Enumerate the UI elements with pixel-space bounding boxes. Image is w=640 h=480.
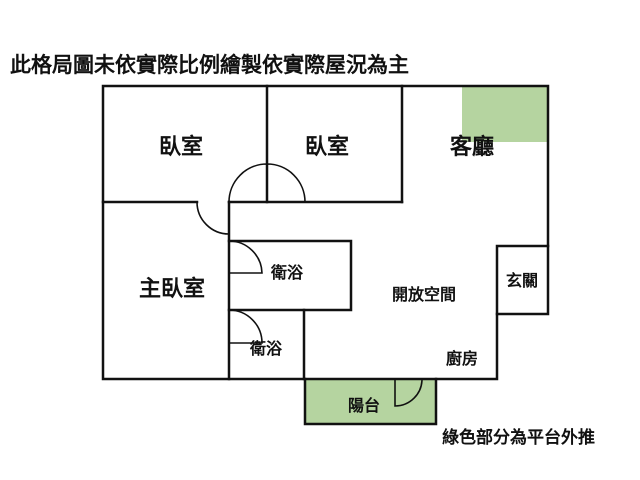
room-label-entrance: 玄關 xyxy=(506,271,538,290)
room-label-bedroom-1: 臥室 xyxy=(159,134,203,160)
living-room-extension xyxy=(462,86,548,142)
room-label-bedroom-2: 臥室 xyxy=(305,134,349,160)
room-label-open-space: 開放空間 xyxy=(392,285,456,304)
room-label-bathroom-1: 衛浴 xyxy=(270,263,304,282)
bathroom-1-wall xyxy=(227,239,353,312)
room-label-living-room: 客廳 xyxy=(450,134,494,160)
bedroom-door-right xyxy=(266,163,306,203)
walls xyxy=(101,84,550,426)
balcony-extension xyxy=(305,379,436,424)
room-label-master-bedroom: 主臥室 xyxy=(139,276,205,302)
balcony-wall xyxy=(303,377,438,426)
legend-note: 綠色部分為平台外推 xyxy=(442,427,595,448)
master-bedroom-door xyxy=(196,201,230,235)
bathroom-1-door xyxy=(228,240,263,274)
balcony-door xyxy=(394,378,423,407)
bedroom-door-left xyxy=(228,163,268,203)
room-label-kitchen: 廚房 xyxy=(446,349,478,368)
room-label-bathroom-2: 衛浴 xyxy=(249,339,283,358)
disclaimer-note: 此格局圖未依實際比例繪製依實際屋況為主 xyxy=(10,53,409,77)
doors xyxy=(196,163,423,407)
entrance-wall xyxy=(495,244,550,316)
bathroom-2-door xyxy=(228,309,263,344)
room-label-balcony: 陽台 xyxy=(348,396,380,415)
